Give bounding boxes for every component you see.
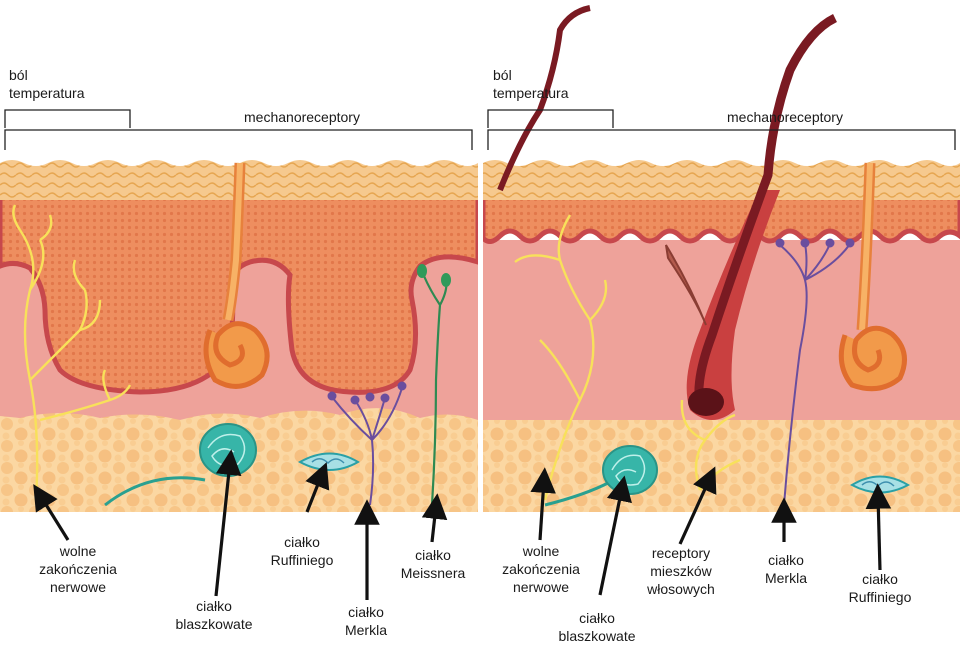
merkel-corpuscle-left — [327, 381, 407, 506]
right-panel — [483, 5, 960, 512]
free-endings-label-1: wolne — [59, 543, 97, 559]
ruffini-right-label-2: Ruffiniego — [849, 589, 912, 605]
temperature-label-left: temperatura — [9, 85, 85, 101]
lamellar-label-2: blaszkowate — [175, 616, 252, 632]
follicle-label-1: receptory — [652, 545, 710, 561]
ruffini-right-label-1: ciałko — [862, 571, 898, 587]
arrector-muscle — [665, 244, 707, 326]
lamellar-right-label-1: ciałko — [579, 610, 615, 626]
pain-label-left: ból — [9, 67, 28, 83]
free-nerve-endings — [12, 204, 132, 501]
hair-follicle — [497, 5, 838, 420]
free-endings-right-label-2: zakończenia — [502, 561, 580, 577]
left-panel — [0, 160, 478, 512]
free-endings-right-label-1: wolne — [522, 543, 560, 559]
merkel-right-label-1: ciałko — [768, 552, 804, 568]
free-endings-label-2: zakończenia — [39, 561, 117, 577]
temperature-label-right: temperatura — [493, 85, 569, 101]
brackets-right — [487, 109, 956, 150]
pain-label-right: ból — [493, 67, 512, 83]
brackets-left — [4, 109, 473, 150]
follicle-label-3: włosowych — [646, 581, 715, 597]
merkel-label-2: Merkla — [345, 622, 387, 638]
lamellar-label-1: ciałko — [196, 598, 232, 614]
follicle-label-2: mieszków — [650, 563, 712, 579]
sweat-gland-right — [838, 325, 907, 392]
meissner-label-2: Meissnera — [401, 565, 466, 581]
arrows — [33, 449, 892, 600]
free-endings-right-label-3: nerwowe — [513, 579, 569, 595]
panel-divider — [478, 150, 483, 520]
ruffini-label-2: Ruffiniego — [271, 552, 334, 568]
ruffini-label-1: ciałko — [284, 534, 320, 550]
meissner-corpuscle-left — [417, 264, 451, 506]
lamellar-right-label-2: blaszkowate — [558, 628, 635, 644]
merkel-right-label-2: Merkla — [765, 570, 807, 586]
merkel-label-1: ciałko — [348, 604, 384, 620]
free-nerve-endings-right — [514, 214, 741, 501]
mechanoreceptors-label-left: mechanoreceptory — [244, 109, 360, 125]
free-endings-label-3: nerwowe — [50, 579, 106, 595]
sweat-gland — [203, 321, 270, 389]
meissner-label-1: ciałko — [415, 547, 451, 563]
merkel-corpuscle-right — [775, 238, 855, 506]
upper-dermis — [0, 187, 478, 395]
epidermis-right — [483, 160, 960, 200]
mechanoreceptors-label-right: mechanoreceptory — [727, 109, 843, 125]
